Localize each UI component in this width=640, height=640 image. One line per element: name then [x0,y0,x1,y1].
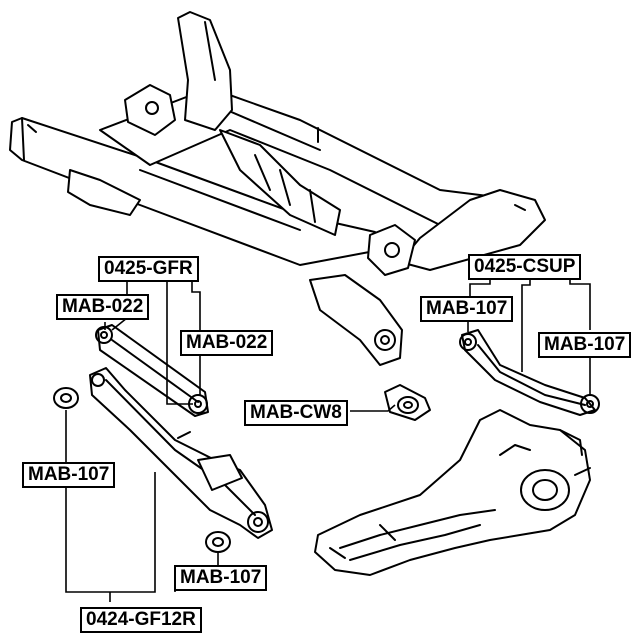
lower-left-arm [89,367,273,539]
bushing-cw8 [384,384,431,421]
knuckle [314,409,591,576]
upper-right-arm [459,329,600,416]
upper-left-arm [95,324,209,417]
label-0425-csup: 0425-CSUP [468,254,582,280]
label-mab-022-right: MAB-022 [180,330,274,356]
label-0425-gfr: 0425-GFR [98,256,199,282]
label-mab-107-upper-right: MAB-107 [538,332,632,358]
bushing-bottom [205,531,231,553]
label-mab-cw8: MAB-CW8 [244,400,348,426]
label-mab-107-upper-left: MAB-107 [420,296,514,322]
label-0424-gf12r: 0424-GF12R [80,607,202,633]
label-mab-022-left: MAB-022 [56,294,150,320]
subframe [9,11,546,366]
bushing-left [53,387,79,409]
label-mab-107-bottom: MAB-107 [174,565,268,591]
label-mab-107-lower-left: MAB-107 [22,462,116,488]
